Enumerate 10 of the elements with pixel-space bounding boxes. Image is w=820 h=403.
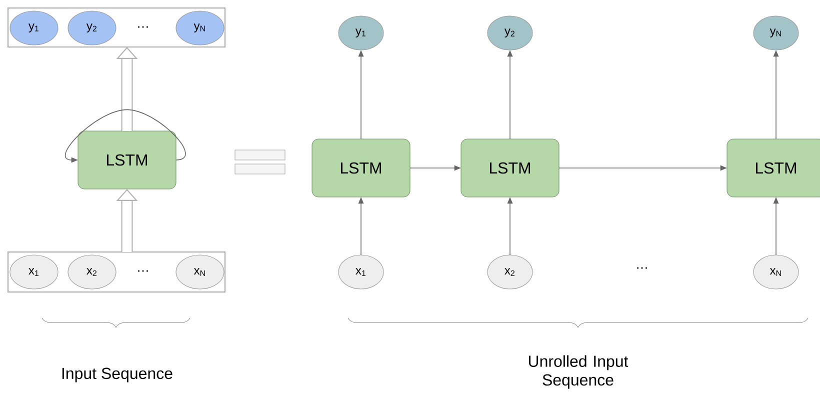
- lstm-box: LSTM: [726, 138, 820, 198]
- lstm-box: LSTM: [460, 138, 560, 198]
- caption-text: Input Sequence: [62, 368, 172, 382]
- lstm-box: LSTM: [312, 138, 410, 198]
- ellipsis: …: [138, 270, 148, 272]
- lstm-box: LSTM: [78, 130, 176, 190]
- caption-text: Unrolled Input Sequence: [529, 355, 628, 389]
- arrow: [64, 109, 186, 163]
- ellipsis: …: [138, 26, 148, 28]
- ellipsis: …: [637, 267, 647, 269]
